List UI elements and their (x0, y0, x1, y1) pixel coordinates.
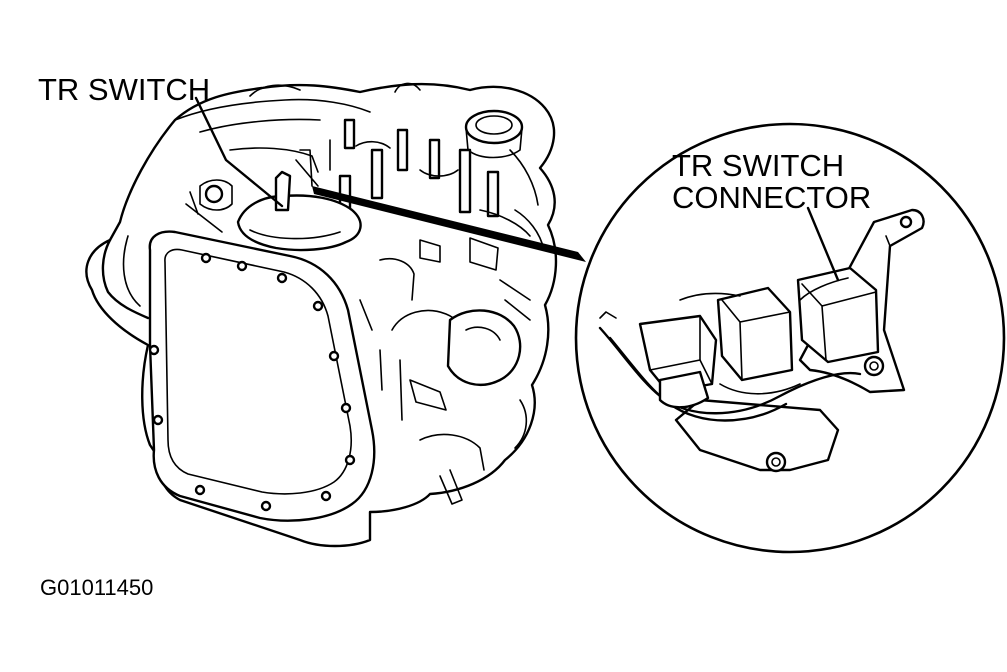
transmission-housing (85, 82, 558, 548)
tr-switch-leader-line (194, 96, 284, 208)
zoom-wedge (312, 186, 586, 262)
figure-id: G01011450 (40, 575, 154, 600)
connector-label-line1: TR SWITCH (672, 148, 845, 183)
connector-detail (598, 208, 925, 473)
tr-switch-label: TR SWITCH (38, 72, 211, 107)
base-plate (674, 398, 840, 472)
tr-switch-connector-label: TR SWITCH CONNECTOR (672, 150, 871, 214)
connector-label-line2: CONNECTOR (672, 180, 872, 215)
tr-switch-shaft (274, 170, 292, 212)
tr-switch-connector (796, 266, 880, 364)
tr-switch-body (236, 194, 362, 252)
connector-leader-line (806, 206, 840, 282)
connector-middle (716, 286, 794, 382)
